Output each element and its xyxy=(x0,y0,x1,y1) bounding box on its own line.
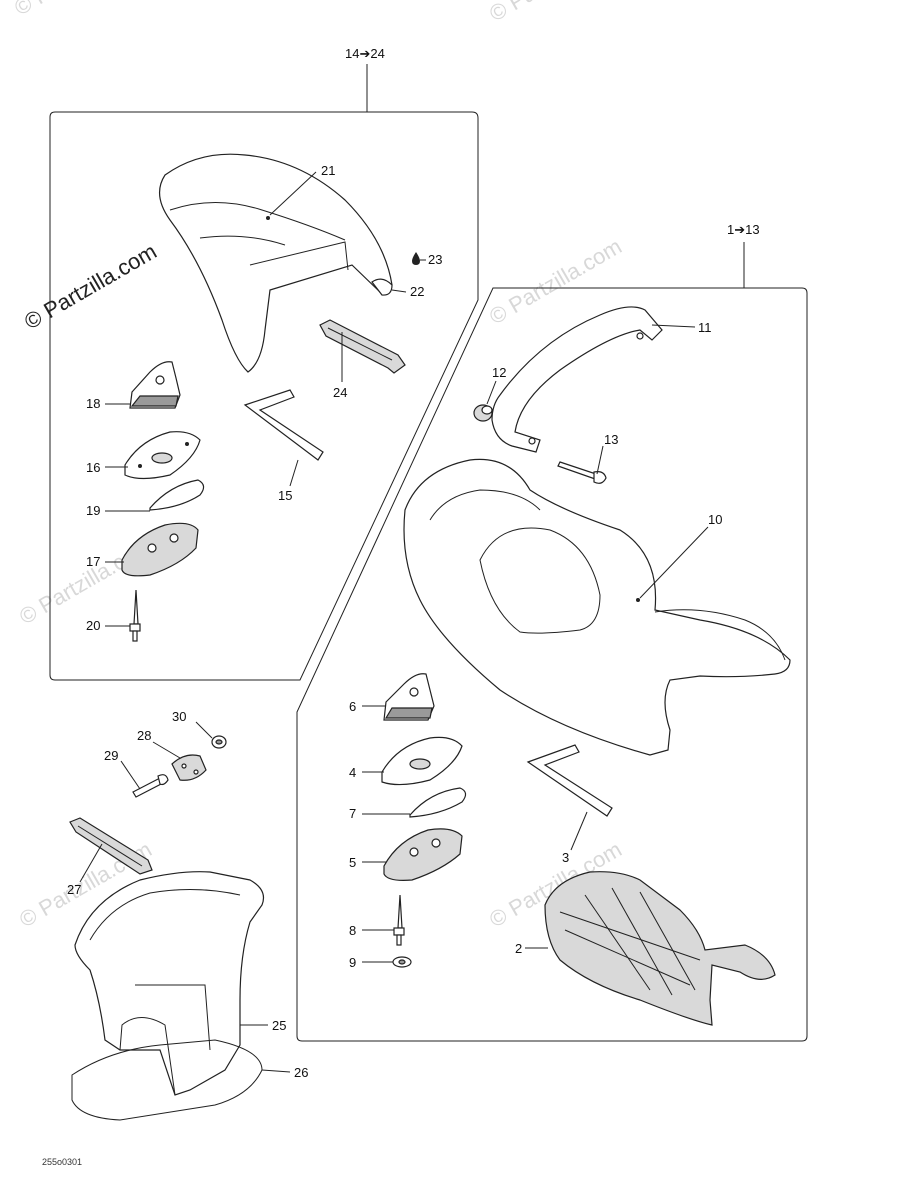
seat-base-part[interactable] xyxy=(544,871,776,1026)
watermarks-faint: © Partzilla.com © Partzilla.com © Partzi… xyxy=(10,0,626,932)
main-group-frame xyxy=(296,287,808,1042)
plate-part-28[interactable] xyxy=(171,754,207,781)
sealant-drop-icon xyxy=(412,252,420,265)
label-20: 20 xyxy=(86,618,100,633)
gasket-ring-part-7[interactable] xyxy=(409,787,467,818)
seat-group-range: 14➔24 xyxy=(345,46,385,61)
bumper-part-12[interactable] xyxy=(473,404,493,422)
washer-part-9[interactable] xyxy=(392,956,412,968)
gasket-part-26[interactable] xyxy=(71,1039,263,1121)
latch-plate-part-16[interactable] xyxy=(124,431,201,480)
label-5: 5 xyxy=(349,855,356,870)
watermark-faint: © Partzilla.com xyxy=(485,0,626,26)
latch-part-18[interactable] xyxy=(129,361,181,409)
label-23: 23 xyxy=(428,252,442,267)
label-18: 18 xyxy=(86,396,100,411)
label-9: 9 xyxy=(349,955,356,970)
label-27: 27 xyxy=(67,882,81,897)
seat-group-frame xyxy=(49,111,479,681)
latch-plate-part-4[interactable] xyxy=(381,736,463,786)
main-group-range: 1➔13 xyxy=(727,222,760,237)
label-29: 29 xyxy=(104,748,118,763)
storage-bin-part[interactable] xyxy=(74,871,265,1096)
latch-part-6[interactable] xyxy=(383,673,435,721)
latch-base-part-5[interactable] xyxy=(383,828,463,881)
latch-strap-part[interactable] xyxy=(319,319,406,374)
watermark-faint: © Partzilla.com xyxy=(10,0,151,20)
main-seat-part[interactable] xyxy=(403,458,791,756)
label-24: 24 xyxy=(333,385,347,400)
label-22: 22 xyxy=(410,284,424,299)
watermark-main: © Partzilla.com xyxy=(20,239,161,335)
label-19: 19 xyxy=(86,503,100,518)
label-30: 30 xyxy=(172,709,186,724)
main-group-bracket: 1➔13 xyxy=(296,222,808,1042)
strap-part-27[interactable] xyxy=(69,817,153,875)
seat-group-bracket: 14➔24 xyxy=(49,46,479,681)
washer-part-30[interactable] xyxy=(211,735,227,749)
label-17: 17 xyxy=(86,554,100,569)
label-2: 2 xyxy=(515,941,522,956)
label-25: 25 xyxy=(272,1018,286,1033)
label-28: 28 xyxy=(137,728,151,743)
hex-key-part-15[interactable] xyxy=(243,389,324,461)
part-labels: 21 23 22 24 18 16 19 17 20 15 11 12 13 1… xyxy=(67,163,722,1080)
leader-lines xyxy=(79,171,709,1073)
label-4: 4 xyxy=(349,765,356,780)
seat-cover-trim-part[interactable] xyxy=(371,278,393,296)
label-26: 26 xyxy=(294,1065,308,1080)
label-12: 12 xyxy=(492,365,506,380)
gasket-ring-part-19[interactable] xyxy=(149,479,205,511)
grab-handle-part[interactable] xyxy=(491,306,663,453)
label-6: 6 xyxy=(349,699,356,714)
label-15: 15 xyxy=(278,488,292,503)
label-8: 8 xyxy=(349,923,356,938)
label-21: 21 xyxy=(321,163,335,178)
label-3: 3 xyxy=(562,850,569,865)
rivet-part-8[interactable] xyxy=(393,894,405,946)
screw-part-29[interactable] xyxy=(132,774,169,798)
label-16: 16 xyxy=(86,460,100,475)
rivet-part-20[interactable] xyxy=(129,589,141,642)
screw-part-13[interactable] xyxy=(557,461,607,484)
label-11: 11 xyxy=(698,320,712,335)
label-13: 13 xyxy=(604,432,618,447)
latch-base-part-17[interactable] xyxy=(121,522,199,577)
hex-key-part-3[interactable] xyxy=(526,744,613,817)
label-10: 10 xyxy=(708,512,722,527)
reference-code: 255o0301 xyxy=(42,1157,82,1167)
label-7: 7 xyxy=(349,806,356,821)
